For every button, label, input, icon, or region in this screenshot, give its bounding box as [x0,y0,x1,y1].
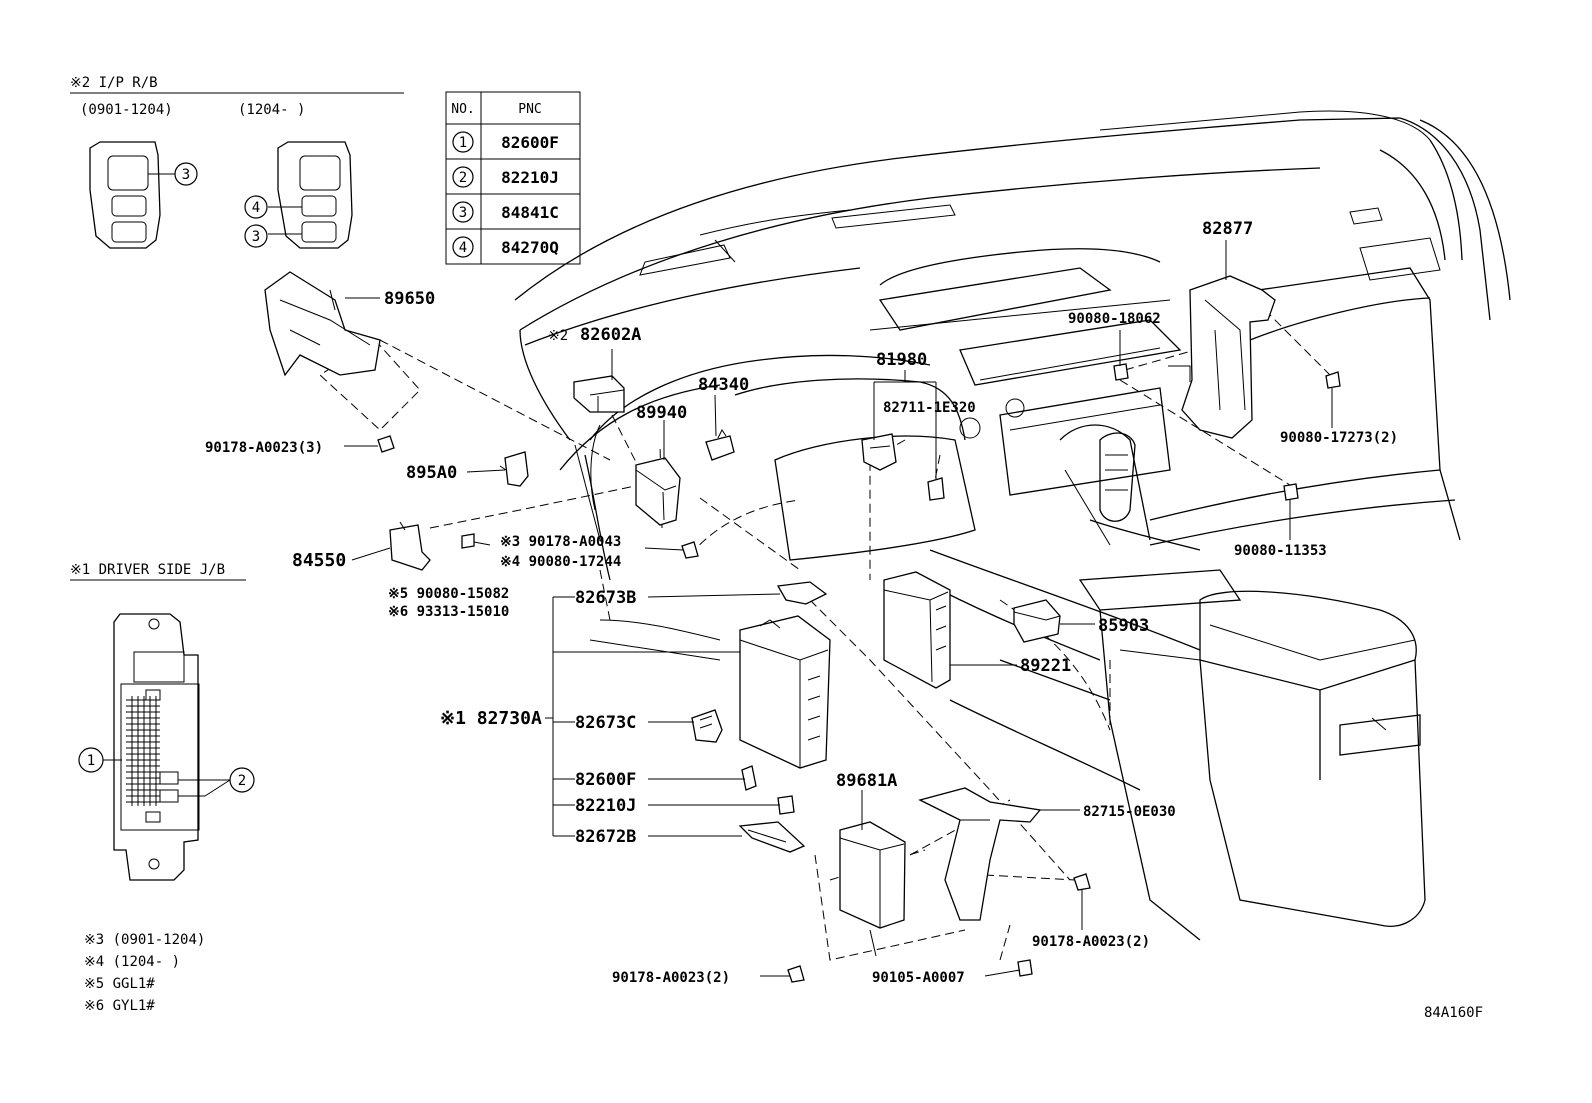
pnc-row-no: 1 [459,135,467,151]
relay-82602A[interactable] [573,375,625,413]
svg-text:3: 3 [182,167,190,183]
cover-82672B[interactable] [738,821,806,853]
note-5: ※5 GGL1# [84,976,155,992]
relay-81980[interactable] [861,433,897,471]
callout-ipr-3a: 3 [174,162,198,186]
label-81980: 81980 [876,350,927,370]
label-90178-a0043: ※3 90178-A0043 [500,534,621,550]
clip-90178-b[interactable] [1073,873,1091,891]
svg-text:2: 2 [238,773,246,789]
label-85903: 85903 [1098,616,1149,636]
inset-driver-jb: ※1 DRIVER SIDE J/B [70,562,246,881]
label-82730A: ※1 82730A [440,708,542,729]
cover-82673B[interactable] [776,581,828,605]
label-84340: 84340 [698,375,749,395]
figure-code: 84A160F [1424,1005,1483,1021]
pnc-row-no: 3 [459,205,467,221]
label-89681A: 89681A [836,771,897,791]
label-90080-17273: 90080-17273(2) [1280,430,1398,446]
label-89940: 89940 [636,403,687,423]
bracket-82715[interactable] [918,787,1042,921]
note-3: ※3 (0901-1204) [84,932,205,948]
label-90080-15082: ※5 90080-15082 [388,586,509,602]
label-82673C: 82673C [575,713,636,733]
clip-90080-17244[interactable] [681,541,699,559]
pnc-row-value: 82210J [501,168,559,187]
pnc-table: NO. PNC 1 82600F 2 82210J 3 84841C 4 842… [445,91,581,265]
bolt-90105[interactable] [1017,959,1033,977]
pnc-row-no: 2 [459,170,467,186]
clip-90178-a[interactable] [377,435,395,453]
label-90080-11353: 90080-11353 [1234,543,1327,559]
label-90178-a0023-2-right: 90178-A0023(2) [1032,934,1150,950]
label-82672B: 82672B [575,827,636,847]
pnc-table-col-no: NO. [451,102,474,117]
note-6: ※6 GYL1# [84,998,155,1014]
label-82602A-mark: ※2 [548,328,568,344]
dashboard-outline [514,110,1511,941]
label-90178-a0023-2-left: 90178-A0023(2) [612,970,730,986]
svg-text:4: 4 [252,200,260,216]
pnc-row-value: 82600F [501,133,559,152]
sensor-895A0[interactable] [499,451,529,487]
bracket-89650[interactable] [264,271,381,377]
callout-jb-2: 2 [229,767,255,793]
label-90080-18062: 90080-18062 [1068,311,1161,327]
relay-85903[interactable] [1013,599,1061,643]
inset-ip-rb: ※2 I/P R/B (0901-1204) (1204- ) [70,75,404,249]
switch-84340[interactable] [705,429,735,461]
footnotes: ※3 (0901-1204) ※4 (1204- ) ※5 GGL1# ※6 G… [84,932,205,1014]
fuse-82600F[interactable] [741,765,757,791]
pnc-table-col-pnc: PNC [518,102,541,117]
label-82602A: 82602A [580,325,641,345]
inset-ipr-range-b: (1204- ) [238,102,305,118]
bracket-82877[interactable] [1168,275,1276,439]
inset-ipr-range-a: (0901-1204) [80,102,173,118]
bolt-82711[interactable] [927,477,945,501]
svg-text:1: 1 [87,753,95,769]
svg-text:3: 3 [252,229,260,245]
clip-90178-c[interactable] [787,965,805,983]
nut-90080-18062[interactable] [1113,363,1129,381]
part-labels: 89650 90178-A0023(3) 895A0 84550 ※5 9008… [205,219,1398,986]
note-4: ※4 (1204- ) [84,954,180,970]
label-84550: 84550 [292,550,346,571]
label-89650: 89650 [384,289,435,309]
callout-jb-1: 1 [78,747,104,773]
callout-ipr-4: 4 [244,195,268,219]
label-82600F: 82600F [575,770,636,790]
inset-jb-title: ※1 DRIVER SIDE J/B [70,562,225,578]
callout-ipr-3b: 3 [244,224,268,248]
label-90105-a0007: 90105-A0007 [872,970,965,986]
cover-82673C[interactable] [691,709,723,743]
label-89221: 89221 [1020,656,1071,676]
dashed-leaders [319,289,1331,961]
label-90080-17244: ※4 90080-17244 [500,554,621,570]
label-82673B: 82673B [575,588,636,608]
label-82715-0e030: 82715-0E030 [1083,804,1176,820]
module-89681A[interactable] [839,821,906,957]
inset-ipr-title: ※2 I/P R/B [70,75,158,91]
module-89940[interactable] [635,457,681,526]
leader-lines [344,240,1333,977]
nut-90080-17273[interactable] [1325,371,1341,389]
pnc-row-no: 4 [459,240,467,256]
pnc-row-value: 84841C [501,203,559,222]
label-82711-1e320: 82711-1E320 [883,400,976,416]
label-82210J: 82210J [575,796,636,816]
label-895A0: 895A0 [406,463,457,483]
junction-block-82730A[interactable] [739,615,831,769]
label-82877: 82877 [1202,219,1253,239]
ecu-89221[interactable] [883,571,951,689]
label-90178-a0023-3: 90178-A0023(3) [205,440,323,456]
label-93313-15010: ※6 93313-15010 [388,604,509,620]
switch-84550[interactable] [389,521,475,571]
pnc-row-value: 84270Q [501,238,559,257]
bolt-90080-11353[interactable] [1283,483,1299,501]
fuse-grid [126,696,160,806]
fuse-82210J[interactable] [777,795,795,815]
